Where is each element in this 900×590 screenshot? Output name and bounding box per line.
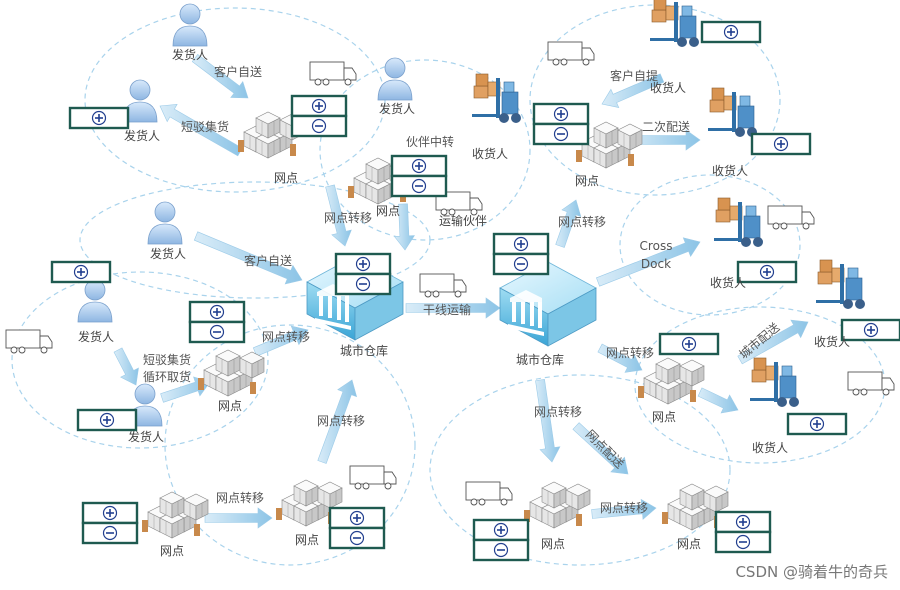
outlet-label: 网点 <box>677 537 701 551</box>
plus-minus-boxes <box>50 20 900 562</box>
flow-arrow <box>601 73 665 109</box>
flow-arrow <box>591 498 657 520</box>
edge-label-outlet-transfer: 网点转移 <box>600 500 648 515</box>
flow-arrow <box>325 184 352 247</box>
receiver-label: 收货人 <box>752 440 788 455</box>
transport-partner-label: 运输伙伴 <box>439 213 487 228</box>
shipper-label: 发货人 <box>78 329 114 344</box>
edge-label-outlet-transfer: 网点转移 <box>324 210 372 225</box>
flow-arrow <box>535 378 561 463</box>
edge-label-customer-pickup: 客户自提 <box>610 68 658 83</box>
outlet-label: 网点 <box>541 537 565 551</box>
outlet-label: 网点 <box>160 544 184 558</box>
outlet-label: 网点 <box>575 174 599 188</box>
edge-label-outlet-transfer: 网点转移 <box>262 329 310 344</box>
city-warehouse-label: 城市仓库 <box>516 352 564 367</box>
edge-label-outlet-transfer: 网点转移 <box>558 214 606 229</box>
flow-arrows <box>113 53 809 529</box>
shipper-label: 发货人 <box>128 429 164 444</box>
outlet-label: 网点 <box>652 410 676 424</box>
edge-label-short-haul-loop-1: 短驳集货 <box>143 352 191 367</box>
shipper-label: 发货人 <box>124 128 160 143</box>
watermark: CSDN @骑着牛的奇兵 <box>735 563 888 581</box>
flow-arrow <box>697 387 739 414</box>
outlet-label: 网点 <box>218 399 242 413</box>
edge-label-outlet-transfer: 网点转移 <box>317 413 365 428</box>
edge-labels: 客户自送 短驳集货 伙伴中转 网点转移 客户自送 网点转移 短驳集货 循环取货 … <box>143 64 782 515</box>
flow-arrow <box>737 319 809 365</box>
receiver-label: 收货人 <box>472 146 508 161</box>
flow-arrow <box>204 507 273 529</box>
flow-arrow <box>597 343 643 373</box>
receiver-label: 收货人 <box>814 334 850 349</box>
flow-arrow <box>393 203 415 251</box>
edge-label-outlet-transfer: 网点转移 <box>216 490 264 505</box>
flow-arrow <box>405 297 501 319</box>
city-warehouse-label: 城市仓库 <box>340 343 388 358</box>
flow-arrow <box>113 347 139 386</box>
flow-arrow <box>572 422 629 475</box>
receiver-label: 收货人 <box>710 275 746 290</box>
edge-label-second-delivery: 二次配送 <box>642 119 690 134</box>
edge-label-outlet-transfer: 网点转移 <box>606 345 654 360</box>
flow-arrow <box>596 237 701 287</box>
outlet-label: 网点 <box>274 171 298 185</box>
flow-arrow <box>159 103 243 157</box>
flow-arrow <box>252 325 309 357</box>
edge-label-partner-transfer: 伙伴中转 <box>406 134 454 149</box>
edge-label-customer-self-delivery: 客户自送 <box>244 253 292 268</box>
edge-label-cross-2: Dock <box>641 257 671 271</box>
shipper-label: 发货人 <box>172 47 208 62</box>
edge-label-trunk: 干线运输 <box>423 302 471 317</box>
receiver-label: 收货人 <box>712 163 748 178</box>
edge-label-customer-self-delivery: 客户自送 <box>214 64 262 79</box>
shipper-label: 发货人 <box>150 246 186 261</box>
edge-label-outlet-transfer: 网点转移 <box>534 404 582 419</box>
outlet-label: 网点 <box>295 533 319 547</box>
edge-label-cross-1: Cross <box>640 239 673 253</box>
flow-arrow <box>191 53 249 99</box>
shipper-label: 发货人 <box>379 101 415 116</box>
edge-label-short-haul: 短驳集货 <box>181 119 229 134</box>
flow-arrow <box>555 199 582 248</box>
flow-arrow <box>317 379 358 464</box>
node-labels: 发货人 发货人 发货人 发货人 发货人 发货人 网点 网点 网点 网点 网点 网… <box>78 47 850 558</box>
flow-arrow <box>193 231 303 285</box>
outlet-label: 网点 <box>376 204 400 218</box>
edge-label-short-haul-loop-2: 循环取货 <box>143 369 191 384</box>
receiver-label: 收货人 <box>650 80 686 95</box>
edge-label-outlet-delivery: 网点配送 <box>583 427 628 472</box>
